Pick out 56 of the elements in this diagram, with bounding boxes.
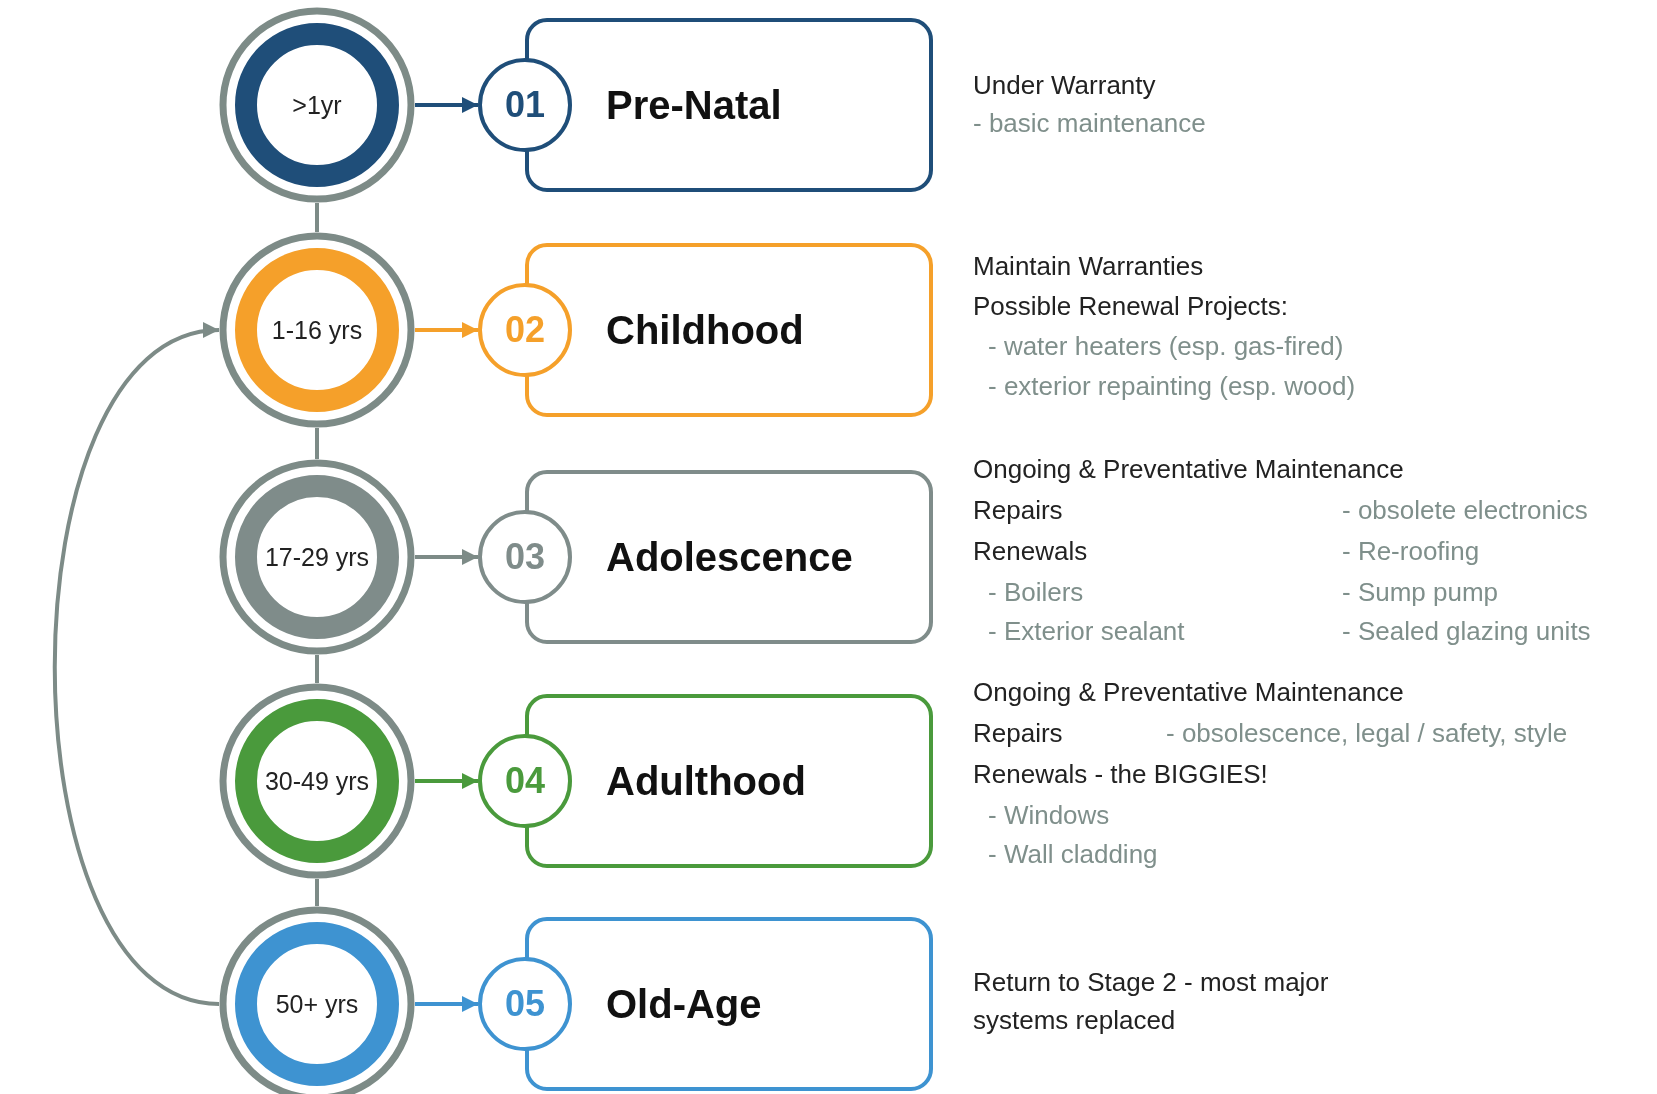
stage-title: Old-Age	[606, 981, 762, 1028]
stage-title: Adolescence	[606, 534, 853, 581]
year-ring	[219, 459, 415, 655]
note-text: Repairs	[973, 717, 1063, 750]
note-text: - Exterior sealant	[988, 615, 1185, 648]
step-number: 03	[503, 535, 546, 579]
note-text: Renewals	[973, 535, 1088, 568]
arrow	[415, 549, 478, 565]
year-ring	[219, 683, 415, 879]
connector-line	[315, 879, 319, 906]
note-text: - Boilers	[988, 576, 1084, 609]
age-range: >1yr	[291, 90, 343, 120]
year-ring	[219, 232, 415, 428]
note-text: - Wall cladding	[988, 838, 1158, 871]
connector-line	[315, 655, 319, 683]
note-text: - Windows	[988, 799, 1110, 832]
note-text: Under Warranty	[973, 69, 1156, 102]
step-number: 01	[503, 83, 546, 127]
note-text: Renewals - the BIGGIES!	[973, 758, 1268, 791]
note-text: - obsolete electronics	[1342, 494, 1588, 527]
note-text: Repairs	[973, 494, 1063, 527]
year-ring	[219, 7, 415, 203]
connector-line	[315, 203, 319, 232]
age-range: 30-49 yrs	[263, 766, 371, 796]
note-text: - exterior repainting (esp. wood)	[988, 370, 1356, 403]
note-text: - basic maintenance	[973, 107, 1206, 140]
note-text: - Sump pump	[1342, 576, 1499, 609]
age-range: 1-16 yrs	[270, 315, 364, 345]
note-text: Return to Stage 2 - most major systems replaced	[973, 966, 1330, 1037]
note-text: Possible Renewal Projects:	[973, 290, 1289, 323]
note-text: Ongoing & Preventative Maintenance	[973, 676, 1404, 709]
note-text: - Sealed glazing units	[1342, 615, 1591, 648]
step-number: 04	[503, 759, 546, 803]
note-text: - Re-roofing	[1342, 535, 1480, 568]
note-text: Ongoing & Preventative Maintenance	[973, 453, 1404, 486]
stage-card	[478, 917, 933, 1091]
stage-card	[478, 243, 933, 417]
year-ring	[219, 906, 415, 1094]
step-number: 02	[503, 308, 546, 352]
stage-card	[478, 694, 933, 868]
age-range: 17-29 yrs	[263, 542, 371, 572]
arrow	[415, 773, 478, 789]
arrow	[415, 97, 478, 113]
note-text: - water heaters (esp. gas-fired)	[988, 330, 1344, 363]
age-range: 50+ yrs	[274, 989, 360, 1019]
note-text: Maintain Warranties	[973, 250, 1204, 283]
arrow	[415, 322, 478, 338]
note-text: - obsolescence, legal / safety, style	[1166, 717, 1568, 750]
stage-title: Adulthood	[606, 758, 806, 805]
stage-card	[478, 470, 933, 644]
connector-line	[315, 428, 319, 459]
stage-title: Pre-Natal	[606, 82, 782, 129]
step-number: 05	[503, 982, 546, 1026]
stage-card	[478, 18, 933, 192]
stage-title: Childhood	[606, 307, 804, 354]
arrow	[415, 996, 478, 1012]
